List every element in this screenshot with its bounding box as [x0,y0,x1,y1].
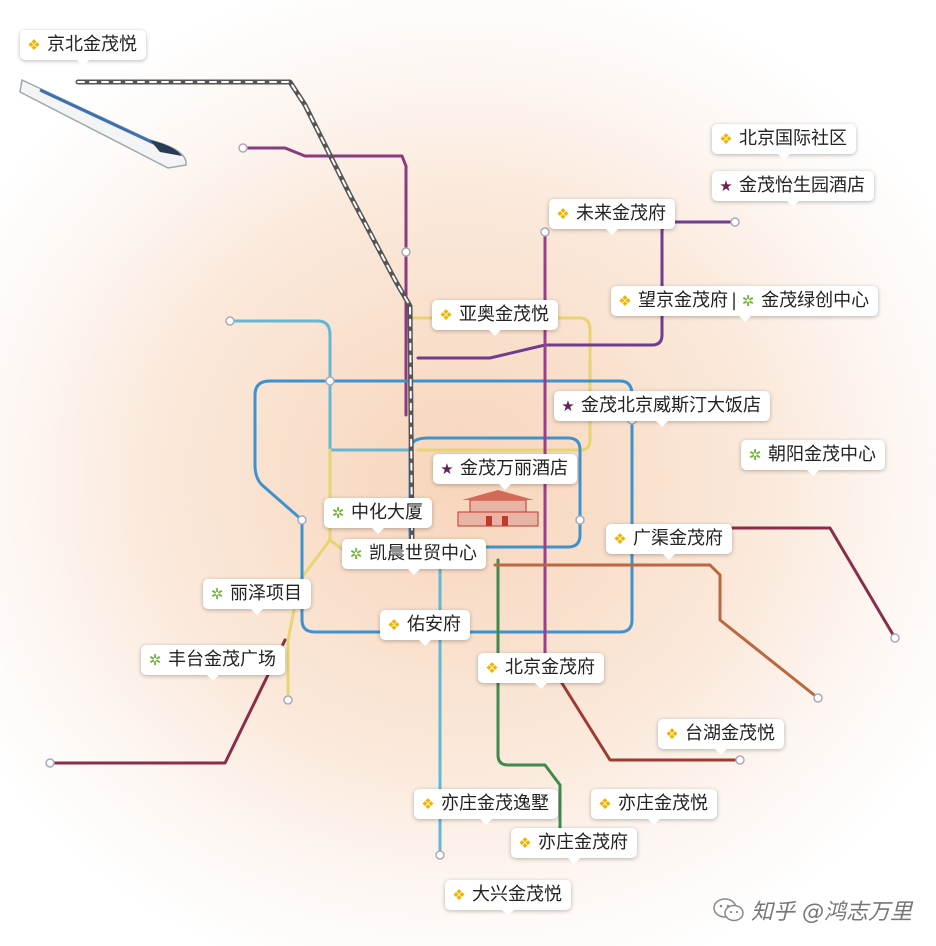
label-beijing-intl[interactable]: ❖ 北京国际社区 [712,124,856,160]
flower-icon: ✲ [349,545,363,563]
label-weilai[interactable]: ❖ 未来金茂府 [549,199,675,235]
label-text: 金茂怡生园酒店 [739,175,865,196]
label-text: 望京金茂府 [638,290,728,311]
label-text: 京北金茂悦 [47,34,137,55]
line-purple [241,146,408,417]
clover-icon: ❖ [387,616,401,634]
label-wanli[interactable]: ★ 金茂万丽酒店 [433,454,577,490]
clover-icon: ❖ [485,659,499,677]
flower-icon: ✲ [741,292,755,310]
label-chaoyang[interactable]: ✲ 朝阳金茂中心 [741,440,885,476]
label-daxing[interactable]: ❖ 大兴金茂悦 [445,880,571,916]
watermark: 知乎 @鸿志万里 [713,894,912,926]
clover-icon: ❖ [518,834,532,852]
clover-icon: ❖ [613,530,627,548]
line-brown [493,563,820,700]
label-yaao[interactable]: ❖ 亚奥金茂悦 [432,300,558,336]
clover-icon: ❖ [27,36,41,54]
label-text: 凯晨世贸中心 [369,543,477,564]
label-guangqu[interactable]: ❖ 广渠金茂府 [606,524,732,560]
clover-icon: ❖ [665,725,679,743]
label-text: 佑安府 [407,614,461,635]
star-icon: ★ [719,177,733,195]
clover-icon: ❖ [556,205,570,223]
label-text: 北京金茂府 [505,657,595,678]
flower-icon: ✲ [748,446,762,464]
label-text: 金茂万丽酒店 [460,458,568,479]
label-beijing-jinmao[interactable]: ❖ 北京金茂府 [478,653,604,689]
line-dark-red [558,678,742,762]
clover-icon: ❖ [421,795,435,813]
line-maroon-sw [48,638,287,765]
watermark-text: 知乎 @鸿志万里 [751,900,912,925]
clover-icon: ❖ [452,886,466,904]
label-youan[interactable]: ❖ 佑安府 [380,610,470,646]
label-text: 丰台金茂广场 [168,649,276,670]
label-text: 亚奥金茂悦 [459,304,549,325]
flower-icon: ✲ [331,504,345,522]
clover-icon: ❖ [618,292,632,310]
label-text: 金茂绿创中心 [761,290,870,311]
clover-icon: ❖ [719,130,733,148]
label-jingbei[interactable]: ❖ 京北金茂悦 [20,30,146,66]
flower-icon: ✲ [210,585,224,603]
label-text: 丽泽项目 [230,583,302,604]
line-green [496,558,562,837]
label-yisheng[interactable]: ★ 金茂怡生园酒店 [712,171,874,207]
label-zhonghua[interactable]: ✲ 中化大厦 [324,498,432,534]
line-light-blue-nw [228,319,412,452]
tiananmen-icon [457,490,539,527]
train-icon [19,78,187,169]
clover-icon: ❖ [598,795,612,813]
label-yizhuang-fu[interactable]: ❖ 亦庄金茂府 [511,828,637,864]
star-icon: ★ [440,460,454,478]
label-yizhuang-yishu[interactable]: ❖ 亦庄金茂逸墅 [414,789,558,825]
label-kaichen[interactable]: ✲ 凯晨世贸中心 [342,539,486,575]
line-yellow-west [286,538,332,702]
label-text: 未来金茂府 [576,203,666,224]
wechat-icon [713,898,744,922]
label-text: 台湖金茂悦 [685,723,775,744]
rail-line-dash [77,81,413,541]
label-text: 中化大厦 [351,502,423,523]
label-text: 亦庄金茂悦 [618,793,708,814]
label-text: 朝阳金茂中心 [768,444,876,465]
label-wangjing-lvchuang[interactable]: ❖ 望京金茂府 | ✲ 金茂绿创中心 [611,286,879,322]
label-text: 大兴金茂悦 [472,884,562,905]
label-text: 广渠金茂府 [633,528,723,549]
label-yizhuang-yue[interactable]: ❖ 亦庄金茂悦 [591,789,717,825]
label-text: 亦庄金茂府 [538,832,628,853]
clover-icon: ❖ [439,306,453,324]
label-text: 北京国际社区 [739,128,847,149]
label-text: 亦庄金茂逸墅 [441,793,549,814]
line-yellow [408,316,592,452]
label-westin[interactable]: ★ 金茂北京威斯汀大饭店 [554,391,770,427]
label-lize[interactable]: ✲ 丽泽项目 [203,579,311,615]
label-separator: | [731,290,738,311]
label-fengtai[interactable]: ✲ 丰台金茂广场 [141,645,285,681]
star-icon: ★ [561,397,575,415]
label-taihu[interactable]: ❖ 台湖金茂悦 [658,719,784,755]
flower-icon: ✲ [148,651,162,669]
label-text: 金茂北京威斯汀大饭店 [581,395,761,416]
